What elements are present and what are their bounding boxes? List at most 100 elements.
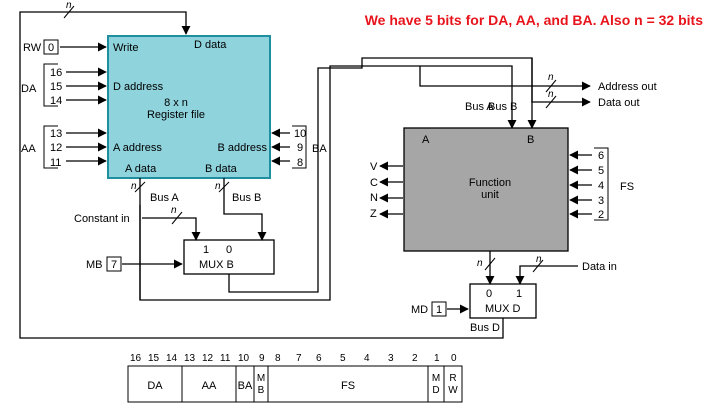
- flag-n: N: [370, 192, 378, 204]
- aa-bit: 13: [50, 128, 62, 140]
- data-out-wire: [531, 58, 591, 107]
- field-fs: FS: [341, 380, 355, 392]
- data-in-label: Data in: [582, 261, 617, 273]
- bus-a-label-top: Bus A: [465, 101, 494, 113]
- md-bit: 1: [436, 304, 442, 316]
- slash-mark: [134, 181, 146, 193]
- constant-in-label: Constant in: [74, 213, 130, 225]
- bus-d-feedback-wire: [19, 11, 191, 318]
- d-data-label: D data: [194, 39, 227, 51]
- mb-bit: 7: [111, 259, 117, 271]
- fs-bit: 2: [598, 209, 604, 221]
- fs-label: FS: [620, 181, 634, 193]
- function-unit-port-b: B: [527, 134, 534, 146]
- mux-d-input-1: 1: [516, 288, 522, 300]
- data-out-label: Data out: [598, 97, 640, 109]
- bit-number: 5: [340, 353, 346, 364]
- bus-d-label: Bus D: [470, 322, 500, 334]
- slash-mark: [532, 259, 544, 273]
- bit-number: 3: [388, 353, 394, 364]
- address-out-label: Address out: [598, 81, 657, 93]
- slash-mark: [484, 257, 496, 271]
- flag-c: C: [370, 177, 378, 189]
- header-note: We have 5 bits for DA, AA, and BA. Also …: [365, 12, 703, 28]
- mux-b-input-0: 0: [226, 244, 232, 256]
- fs-bit: 3: [598, 195, 604, 207]
- bit-number: 10: [238, 353, 250, 364]
- data-in-wire: [515, 265, 578, 285]
- da-bit: 15: [50, 81, 62, 93]
- field-md: D: [432, 385, 439, 396]
- n-label: n: [171, 205, 177, 216]
- bit-number: 13: [184, 353, 196, 364]
- md-label: MD: [411, 304, 428, 316]
- bus-d-wire: [19, 318, 504, 339]
- aa-bracket: [43, 125, 58, 169]
- bit-number: 12: [202, 353, 214, 364]
- function-unit-title: Function: [469, 177, 511, 189]
- aa-bit: 11: [50, 157, 61, 169]
- bit-number: 7: [296, 353, 302, 364]
- fs-bracket: [594, 147, 609, 221]
- ba-bit: 10: [294, 128, 306, 140]
- n-label: n: [131, 181, 137, 192]
- function-unit-box: [403, 127, 569, 252]
- b-data-label: B data: [205, 163, 238, 175]
- bus-b-wire: [223, 178, 267, 241]
- bit-number: 15: [148, 353, 160, 364]
- mux-b-name: MUX B: [199, 259, 234, 271]
- bit-number: 1: [434, 353, 440, 364]
- slash-mark: [218, 181, 230, 193]
- address-out-wire: [419, 66, 591, 91]
- bit-number: 4: [364, 353, 370, 364]
- mux-d-input-0: 0: [486, 288, 492, 300]
- write-port-label: Write: [113, 42, 138, 54]
- bus-a-label: Bus A: [150, 192, 179, 204]
- mux-b-out-wire: [228, 57, 537, 293]
- rw-bit: 0: [48, 42, 54, 54]
- n-label: n: [548, 89, 554, 100]
- register-file-size: 8 x n: [164, 97, 188, 109]
- constant-in-wire: [142, 217, 201, 241]
- b-address-label: B address: [217, 142, 267, 154]
- field-rw: R: [449, 373, 456, 384]
- n-label: n: [66, 0, 72, 11]
- aa-label: AA: [21, 143, 36, 155]
- function-unit-title: unit: [481, 189, 499, 201]
- d-address-label: D address: [113, 81, 164, 93]
- slash-mark: [545, 95, 557, 109]
- function-unit-port-a: A: [422, 134, 430, 146]
- mux-b-input-1: 1: [203, 244, 209, 256]
- da-bit: 14: [50, 95, 62, 107]
- n-label: n: [536, 254, 542, 265]
- field-da: DA: [147, 380, 163, 392]
- register-file-title: Register file: [147, 109, 205, 121]
- rw-bit-box: [43, 39, 59, 55]
- field-aa: AA: [202, 380, 217, 392]
- bus-a-to-function-unit-wire: [139, 65, 517, 301]
- control-word: 16 15 14 13 12 11 10 9 8 7 6 5 4 3 2 1 0…: [127, 353, 463, 403]
- field-mb: M: [257, 373, 265, 384]
- ba-bit: 9: [297, 142, 303, 154]
- slash-mark: [63, 5, 75, 19]
- fs-bit: 5: [598, 165, 604, 177]
- register-file-box: [107, 35, 271, 179]
- field-mb: B: [258, 385, 265, 396]
- field-ba: BA: [238, 380, 253, 392]
- aa-bit: 12: [50, 142, 62, 154]
- bit-number: 11: [220, 353, 231, 364]
- ba-bit: 8: [297, 157, 303, 169]
- ba-label: BA: [312, 143, 327, 155]
- mb-bit-box: [106, 256, 122, 272]
- da-label: DA: [21, 83, 37, 95]
- fs-bit: 6: [598, 150, 604, 162]
- n-label: n: [215, 181, 221, 192]
- control-word-box: [127, 365, 463, 403]
- n-label: n: [477, 258, 483, 269]
- bit-number: 14: [166, 353, 178, 364]
- bit-number: 0: [451, 353, 457, 364]
- mb-label: MB: [86, 259, 103, 271]
- fs-bit: 4: [598, 180, 604, 192]
